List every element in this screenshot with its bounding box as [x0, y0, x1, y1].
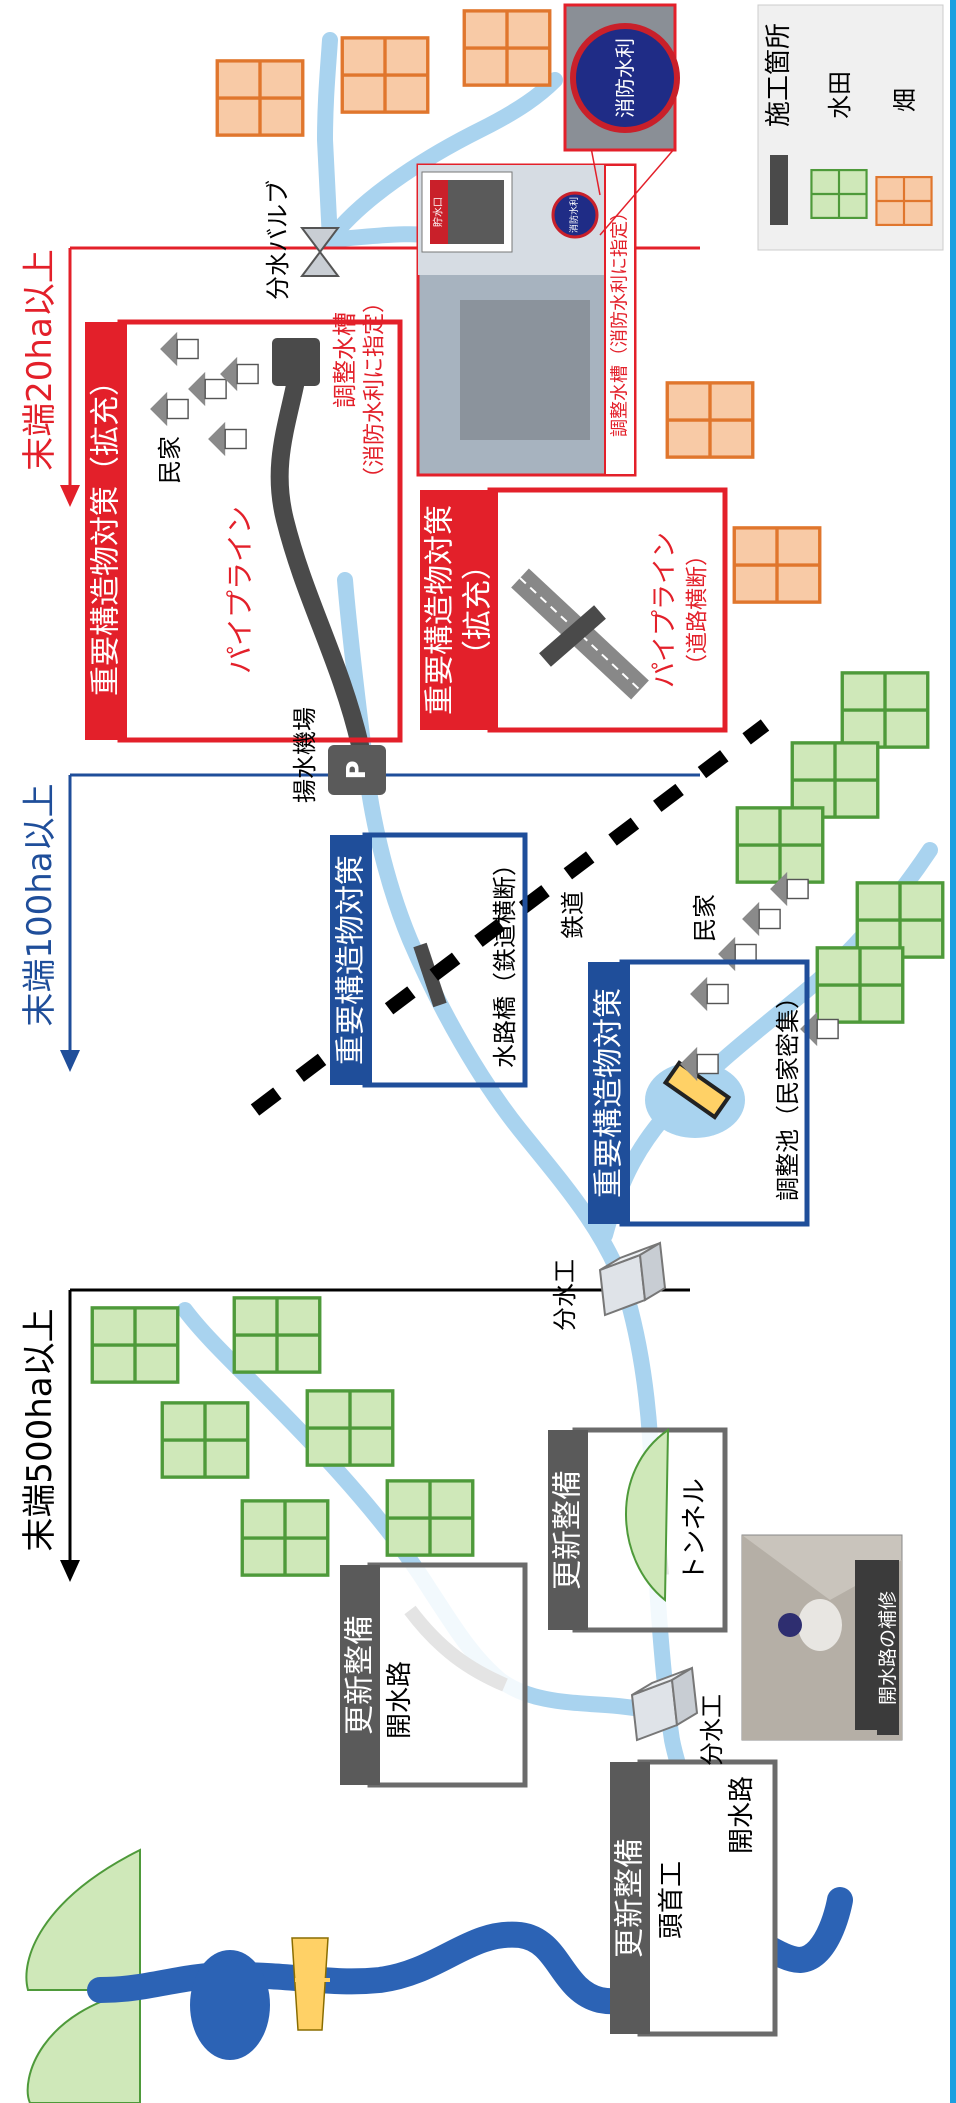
- sign-small-text: 消防水利: [568, 197, 580, 233]
- houses-label: 民家: [156, 436, 184, 484]
- box-renewal-headworks: [610, 1759, 778, 2037]
- dam-wall: [291, 1937, 329, 2031]
- diversion-label-2: 分水工: [698, 1694, 726, 1766]
- sign-closeup-text: 消防水利: [613, 38, 637, 118]
- legend-construction-label: 施工箇所: [764, 23, 794, 127]
- box-structure-pond: [588, 959, 810, 1227]
- renewal-tunnel-title: 更新整備: [551, 1470, 586, 1590]
- canal-branch-top: [317, 32, 338, 248]
- legend-construction-swatch: [770, 155, 788, 225]
- headworks-label: 頭首工: [657, 1861, 687, 1939]
- diversion-structure-2: [630, 1666, 699, 1742]
- pipeline-main: [270, 351, 369, 754]
- diversion-label-1: 分水工: [551, 1259, 579, 1331]
- box-structure-aqueduct: [330, 832, 528, 1088]
- tank-sublabel: （消防水利に指定）: [363, 291, 388, 489]
- pump-symbol: P: [342, 760, 372, 779]
- tank-label: 調整水槽: [331, 312, 359, 408]
- structure-pipeline-title: 重要構造物対策（拡充）: [89, 366, 124, 696]
- photo-regulating-tank: [416, 163, 637, 477]
- canal-repair-caption: 開水路の補修: [877, 1591, 899, 1705]
- renewal-headworks-title: 更新整備: [613, 1838, 648, 1958]
- threshold-20-label: 末端20ha以上: [20, 249, 60, 471]
- legend: [757, 4, 944, 251]
- box-structure-pipeline: [85, 319, 403, 743]
- box-renewal-canal: [340, 1562, 528, 1788]
- valve-label: 分水バルブ: [264, 180, 292, 300]
- regulating-tank: [272, 338, 320, 386]
- dam-hills: [25, 1848, 141, 2103]
- photo-canal-repair: [741, 1534, 903, 1741]
- pipeline-label: パイプライン: [224, 506, 257, 674]
- pump-station: P: [328, 745, 386, 795]
- tank-photo-caption: 調整水槽（消防水利に指定）: [610, 203, 631, 437]
- threshold-500-label: 末端500ha以上: [20, 1308, 60, 1551]
- renewal-canal-title: 更新整備: [343, 1615, 378, 1735]
- structure-road-title2: （拡充）: [461, 550, 496, 670]
- legend-paddy-label: 水田: [826, 71, 854, 119]
- plate-text: 貯水口: [433, 197, 445, 227]
- road-pipeline-label: パイプライン: [650, 532, 680, 688]
- canal-branch-upper: [322, 72, 563, 248]
- road-crossing-label: （道路横断）: [686, 544, 711, 676]
- photo-sign-closeup: [563, 3, 680, 152]
- structure-pond-title: 重要構造物対策: [592, 988, 627, 1198]
- reservoir: [190, 1950, 270, 2060]
- legend-field-label: 畑: [891, 88, 919, 112]
- open-canal-label: 開水路: [385, 1661, 415, 1739]
- threshold-100-label: 末端100ha以上: [20, 783, 60, 1026]
- threshold-500-line: [60, 1288, 690, 1582]
- road-crossing: [511, 568, 649, 700]
- tunnel-label: トンネル: [680, 1478, 710, 1581]
- railway-label: 鉄道: [559, 891, 587, 939]
- pond-label: 調整池（民家密集）: [774, 985, 802, 1201]
- headworks-canal-label: 開水路: [727, 1776, 757, 1854]
- pump-label: 揚水機場: [291, 707, 319, 803]
- box-structure-road: [420, 487, 728, 733]
- aqueduct-label: 水路橋（鉄道横断）: [491, 852, 519, 1068]
- construction-aqueduct: [413, 942, 447, 1008]
- structure-road-title1: 重要構造物対策: [423, 505, 458, 715]
- houses-label-2: 民家: [691, 894, 719, 942]
- structure-aqueduct-title: 重要構造物対策: [334, 855, 369, 1065]
- box-renewal-tunnel: [548, 1427, 728, 1633]
- diversion-structure-1: [598, 1241, 667, 1317]
- valve-icon: [300, 227, 340, 277]
